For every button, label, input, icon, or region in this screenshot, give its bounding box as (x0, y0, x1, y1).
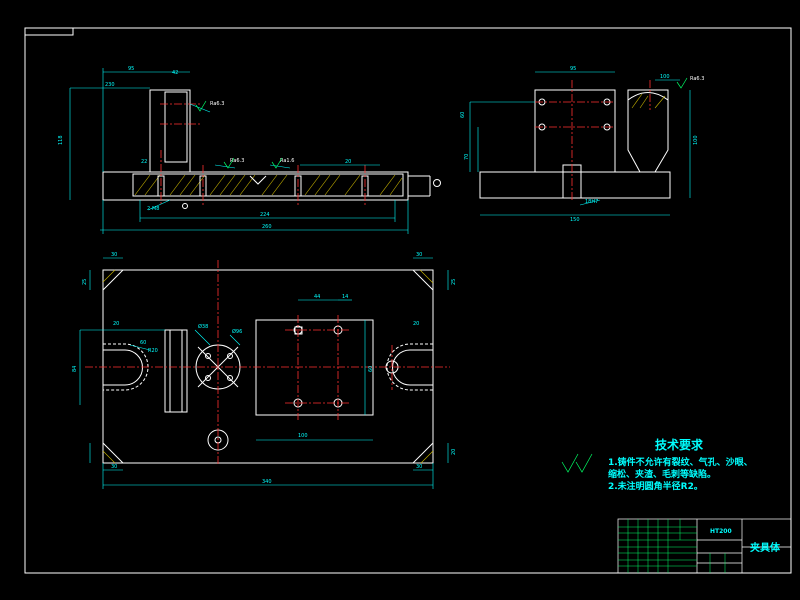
dim-plan-20-slot: 20 (113, 321, 119, 327)
corner-code-box (24, 27, 74, 36)
title-block: HT200 夹具体 (617, 518, 792, 574)
dim-plan-30-tr: 30 (416, 252, 422, 258)
dim-plan-r20: R20 (148, 348, 158, 354)
dim-plan-14: 14 (342, 294, 348, 300)
dim-plan-84: 84 (72, 366, 78, 372)
dim-side-95: 95 (570, 66, 576, 72)
dim-plan-d96: Ø96 (232, 328, 242, 335)
rough-side: Ra6.3 (690, 76, 704, 82)
dim-front-m8: 2-M8 (147, 206, 159, 212)
dim-front-224: 224 (260, 212, 270, 218)
drawing-border (24, 27, 792, 574)
part-name: 夹具体 (750, 541, 781, 554)
dim-plan-44: 44 (314, 294, 320, 300)
dim-front-upper: 230 (105, 82, 115, 88)
plan-base (102, 269, 434, 464)
tech-req-line-2: 缩松、夹渣、毛刺等缺陷。 (608, 468, 716, 480)
dim-plan-30-bl: 30 (111, 464, 117, 470)
tech-requirements: 技术要求 1.铸件不允许有裂纹、气孔、沙眼、 缩松、夹渣、毛刺等缺陷。 2.未注… (561, 437, 753, 492)
dim-side-100b: 100 (660, 74, 670, 80)
dim-side-60: 60 (460, 112, 466, 118)
plan-view: 30 25 30 25 44 14 20 Ø38 Ø96 60 R20 84 2… (72, 252, 457, 489)
front-view: 95 42 230 118 22 Ra6.3 Ra6.3 Ra1.6 224 2… (58, 66, 441, 234)
dim-side-18h7: 18H7 (585, 199, 598, 205)
dim-plan-25-l: 25 (82, 279, 88, 285)
side-view: 95 60 70 100 Ra6.3 100 150 18H7 (460, 66, 704, 223)
side-bracket (627, 89, 669, 173)
dim-plan-d38: Ø38 (198, 323, 208, 330)
front-section-hatch (134, 174, 403, 196)
material-code: HT200 (710, 528, 732, 535)
dim-plan-20-r: 20 (413, 321, 419, 327)
dim-plan-100: 100 (298, 433, 308, 439)
tech-req-title: 技术要求 (655, 437, 704, 452)
tech-req-line-3: 2.未注明圆角半径R2。 (608, 480, 703, 492)
dim-side-150: 150 (570, 217, 580, 223)
dim-plan-25-r: 25 (451, 279, 457, 285)
dim-plan-30-br: 30 (416, 464, 422, 470)
plan-bracket (164, 329, 188, 413)
rough-front-2: Ra6.3 (230, 158, 244, 164)
dim-plan-30-tl: 30 (111, 252, 117, 258)
tech-req-line-1: 1.铸件不允许有裂纹、气孔、沙眼、 (608, 456, 753, 468)
dim-front-20: 20 (345, 159, 351, 165)
front-upright (149, 89, 191, 173)
rough-front-3: Ra1.6 (280, 158, 294, 164)
dim-plan-20-br: 20 (451, 449, 457, 455)
dim-front-260: 260 (262, 224, 272, 230)
dim-front-width-top: 95 (128, 66, 134, 72)
dim-plan-60b: 60 (368, 366, 374, 372)
rough-front-1: Ra6.3 (210, 101, 224, 107)
front-base-plate (102, 171, 409, 201)
general-roughness-symbol (561, 453, 593, 473)
side-base (479, 171, 671, 199)
dim-plan-60: 60 (140, 340, 146, 346)
dim-side-100: 100 (693, 135, 699, 145)
dim-front-height: 118 (58, 135, 64, 145)
dim-side-70: 70 (464, 154, 470, 160)
dim-front-upright-width: 42 (172, 70, 178, 76)
dim-front-22: 22 (141, 159, 147, 165)
plan-rect-pad (255, 319, 374, 416)
side-block (534, 89, 616, 173)
dim-plan-340: 340 (262, 479, 272, 485)
